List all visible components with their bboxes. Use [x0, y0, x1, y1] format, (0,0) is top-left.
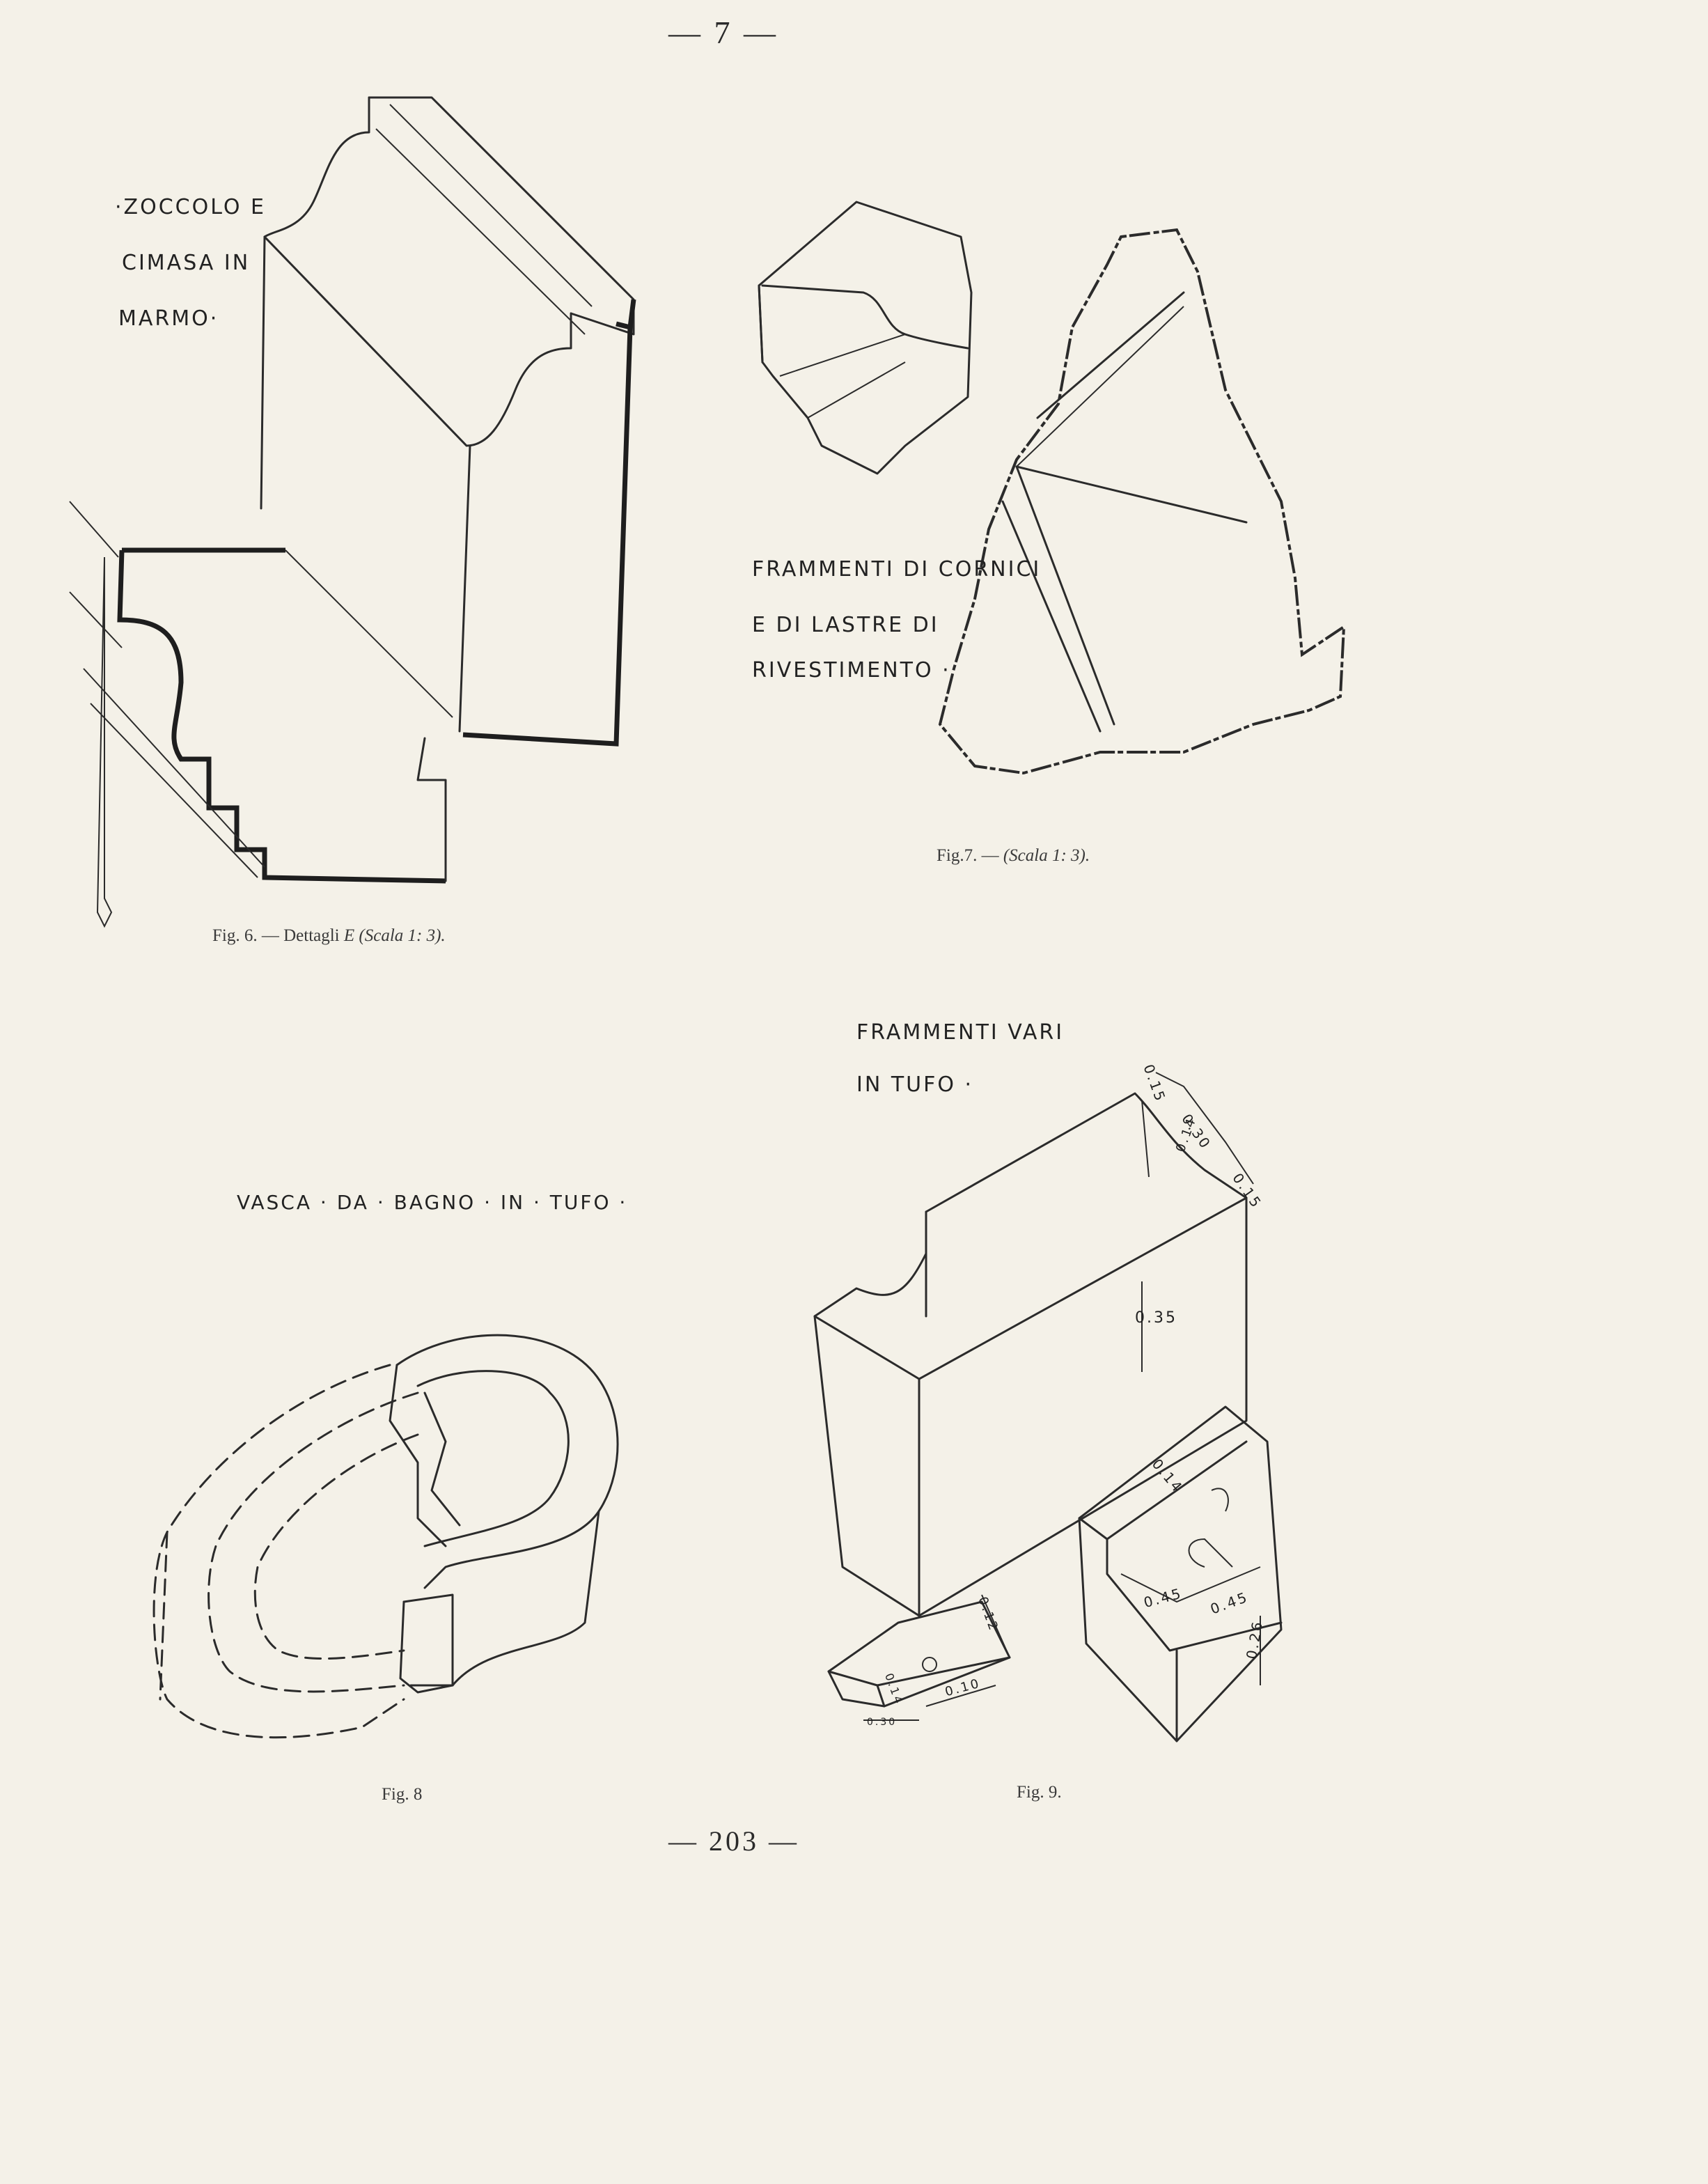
fig7-label-line-1: FRAMMENTI DI CORNICI — [752, 557, 1042, 582]
fig9-label-line-2: IN TUFO · — [856, 1072, 974, 1097]
page-marker: — 7 — — [668, 15, 778, 50]
fig7-label-line-3: RIVESTIMENTO · — [752, 658, 951, 682]
dim-0-35: 0.35 — [1135, 1309, 1177, 1327]
dim-0-30-b: 0.30 — [867, 1717, 898, 1728]
page-number: — 203 — — [668, 1825, 799, 1857]
fig7-label-line-2: E DI LASTRE DI — [752, 613, 939, 637]
fig7-caption: Fig.7. — (Scala 1: 3). — [937, 846, 1090, 866]
fig9-caption: Fig. 9. — [1017, 1783, 1062, 1802]
fig6-label-line-3: MARMO· — [118, 306, 219, 331]
fig8-caption: Fig. 8 — [382, 1785, 423, 1804]
fig8-label: VASCA · DA · BAGNO · IN · TUFO · — [237, 1191, 628, 1214]
fig7-caption-italic: (Scala 1: 3). — [1003, 846, 1090, 865]
fig9-label-line-1: FRAMMENTI VARI — [856, 1020, 1065, 1045]
fig6-caption: Fig. 6. — Dettagli E (Scala 1: 3). — [212, 926, 446, 946]
fig6-label-line-2: CIMASA IN — [122, 251, 251, 275]
fig6-caption-italic: E (Scala 1: 3). — [343, 926, 446, 945]
fig6-label-line-1: ·ZOCCOLO E — [115, 195, 266, 219]
fig6-caption-prefix: Fig. 6. — Dettagli — [212, 926, 340, 945]
fig7-caption-prefix: Fig.7. — — [937, 846, 999, 865]
